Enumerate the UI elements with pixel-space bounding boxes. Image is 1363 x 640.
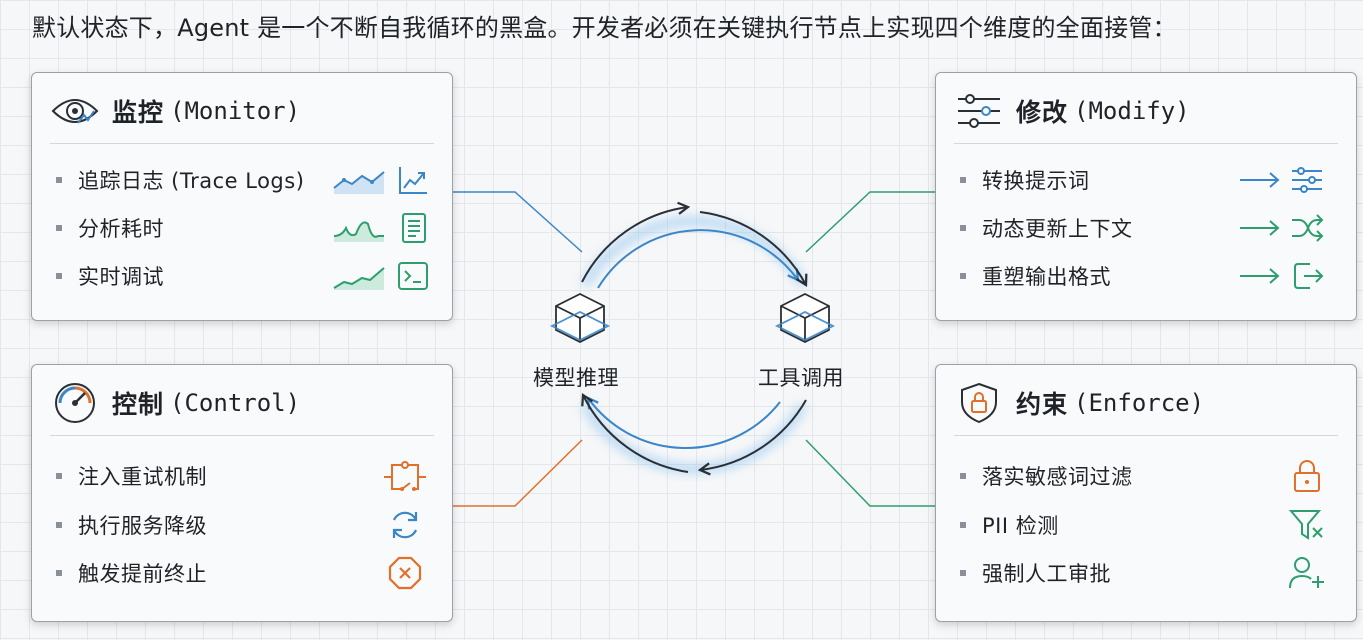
bullet	[960, 473, 966, 479]
shield-lock-icon	[954, 381, 1004, 425]
bullet	[960, 570, 966, 576]
list-item: 追踪日志 (Trace Logs)	[56, 160, 304, 200]
refresh-icon	[388, 508, 422, 542]
enforce-subtitle: (Enforce)	[1074, 389, 1205, 417]
node-label-model-inference: 模型推理	[533, 366, 619, 390]
divider	[50, 435, 434, 436]
monitor-connector	[453, 191, 583, 253]
modify-subtitle: (Modify)	[1074, 97, 1190, 125]
modify-header: 修改 (Modify)	[954, 89, 1190, 133]
area-line-chart-icon	[332, 166, 388, 196]
arrow-right-icon	[1238, 169, 1282, 191]
cube-icon	[774, 292, 836, 344]
cycle-arrow-top-inner	[597, 229, 800, 289]
bullet	[56, 522, 62, 528]
list-item: 触发提前终止	[56, 553, 207, 593]
item-label: 追踪日志 (Trace Logs)	[78, 169, 305, 193]
list-item: PII 检测	[960, 505, 1059, 545]
item-label: 分析耗时	[78, 217, 164, 241]
filter-x-icon	[1289, 508, 1325, 542]
item-label: 实时调试	[78, 265, 164, 289]
arrow-right-icon	[1238, 217, 1282, 239]
list-item: 转换提示词	[960, 160, 1090, 200]
monitor-title: 监控	[112, 98, 165, 127]
export-icon	[1292, 260, 1324, 292]
enforce-title: 约束	[1016, 390, 1069, 419]
list-item: 动态更新上下文	[960, 208, 1133, 248]
divider	[954, 143, 1338, 144]
cycle-arrow-top-right	[699, 211, 808, 287]
cycle-arrow-top-outer	[581, 201, 691, 283]
list-item: 执行服务降级	[56, 505, 207, 545]
eye-chart-icon	[50, 89, 100, 133]
cycle-arrow-bottom-inner	[586, 396, 781, 450]
cycle-arrow-bottom-left	[581, 392, 689, 473]
bullet	[56, 273, 62, 279]
item-label: 重塑输出格式	[982, 265, 1111, 289]
bullet	[960, 177, 966, 183]
list-item: 实时调试	[56, 256, 164, 296]
control-title: 控制	[112, 390, 165, 419]
enforce-header: 约束 (Enforce)	[954, 381, 1204, 425]
item-label: 执行服务降级	[78, 514, 207, 538]
list-item: 注入重试机制	[56, 456, 207, 496]
list-item: 强制人工审批	[960, 553, 1111, 593]
node-label-tool-call: 工具调用	[758, 366, 844, 390]
item-label: 强制人工审批	[982, 562, 1111, 586]
item-label: 注入重试机制	[78, 465, 207, 489]
enforce-connector	[805, 439, 935, 507]
document-list-icon	[400, 212, 428, 244]
cycle-arrow-bottom-outer	[697, 399, 807, 476]
modify-panel: 修改 (Modify) 转换提示词 动态更新上下文 重塑输出格式	[935, 72, 1357, 321]
list-item: 重塑输出格式	[960, 256, 1111, 296]
modify-title: 修改	[1016, 98, 1069, 127]
control-connector	[453, 439, 583, 507]
user-add-icon	[1288, 556, 1326, 590]
stop-octagon-icon	[388, 556, 422, 590]
shuffle-icon	[1290, 212, 1324, 244]
control-header: 控制 (Control)	[50, 381, 300, 425]
enforce-panel: 约束 (Enforce) 落实敏感词过滤 PII 检测 强制人工审批	[935, 364, 1357, 622]
sliders-icon	[954, 89, 1004, 133]
bullet	[960, 522, 966, 528]
modify-connector	[805, 191, 935, 253]
bullet	[56, 177, 62, 183]
divider	[50, 143, 434, 144]
sliders-icon	[1290, 164, 1324, 196]
bullet	[56, 570, 62, 576]
bullet	[56, 225, 62, 231]
item-label: 落实敏感词过滤	[982, 465, 1133, 489]
list-item: 分析耗时	[56, 208, 164, 248]
item-label: 触发提前终止	[78, 562, 207, 586]
headline: 默认状态下，Agent 是一个不断自我循环的黑盒。开发者必须在关键执行节点上实现…	[32, 14, 1177, 42]
rising-area-chart-icon	[332, 262, 388, 292]
control-subtitle: (Control)	[170, 389, 301, 417]
list-item: 落实敏感词过滤	[960, 456, 1133, 496]
bullet	[960, 225, 966, 231]
bullet	[56, 473, 62, 479]
gauge-icon	[50, 381, 100, 425]
monitor-subtitle: (Monitor)	[170, 97, 301, 125]
terminal-icon	[397, 260, 429, 292]
item-label: 转换提示词	[982, 169, 1090, 193]
item-label: PII 检测	[982, 514, 1059, 538]
circuit-switch-icon	[382, 459, 428, 495]
item-label: 动态更新上下文	[982, 217, 1133, 241]
divider	[954, 435, 1338, 436]
wave-area-chart-icon	[332, 214, 388, 244]
monitor-header: 监控 (Monitor)	[50, 89, 300, 133]
control-panel: 控制 (Control) 注入重试机制 执行服务降级 触发提前终止	[31, 364, 453, 622]
lock-icon	[1292, 459, 1322, 493]
monitor-panel: 监控 (Monitor) 追踪日志 (Trace Logs) 分析耗时	[31, 72, 453, 321]
trend-up-icon	[397, 164, 429, 196]
bullet	[960, 273, 966, 279]
cube-icon	[549, 292, 611, 344]
arrow-right-icon	[1238, 265, 1282, 287]
